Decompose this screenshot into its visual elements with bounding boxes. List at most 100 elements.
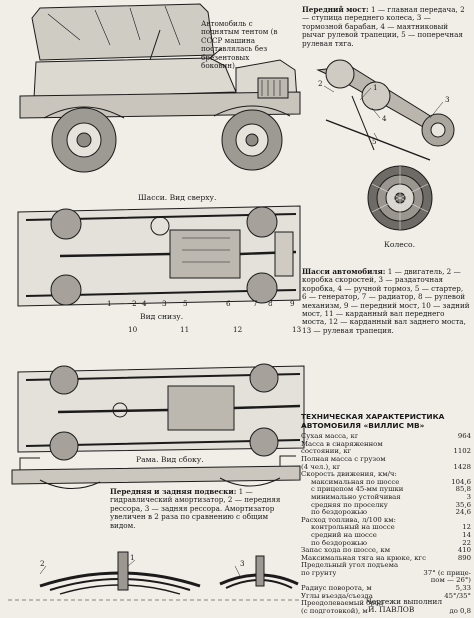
spec-label: по бездорожью [311, 539, 367, 547]
spec-value: 5,33 [455, 584, 471, 593]
spec-row: Полная масса с грузом [301, 456, 471, 464]
spec-label: средняя по проселку [311, 501, 388, 509]
spec-label: Запас хода по шоссе, км [301, 547, 391, 555]
spec-title-line1: ТЕХНИЧЕСКАЯ ХАРАКТЕРИСТИКА [301, 412, 445, 421]
front-axle-callout-3: 3 [445, 95, 450, 104]
spec-value: до 0,8 [449, 606, 471, 615]
chassis-parts-text: 1 — двигатель, 2 — коробка скоростей, 3 … [302, 267, 470, 335]
spec-value: 85,8 [455, 485, 471, 494]
spec-table: ТЕХНИЧЕСКАЯ ХАРАКТЕРИСТИКА АВТОМОБИЛЯ «В… [301, 412, 471, 615]
spec-value: 24,6 [455, 508, 471, 517]
chassis-callout-7: 7 [253, 299, 258, 308]
spec-label: Скорость движения, км/ч: [301, 471, 397, 479]
spec-label: максимальная по шоссе [311, 478, 400, 486]
spec-label: Масса в снаряженном [301, 440, 383, 448]
spec-title-line2: АВТОМОБИЛЯ «ВИЛЛИС МВ» [301, 420, 425, 430]
frame-caption: Рама. Вид сбоку. [136, 455, 204, 464]
spec-label: состоянии, кг [301, 448, 352, 456]
spec-label: (4 чел.), кг [301, 463, 341, 471]
front-axle-drawing [316, 59, 455, 161]
spec-label: Расход топлива, л/100 км: [301, 516, 396, 524]
chassis-top-view-drawing [17, 205, 301, 307]
suspension-callout-3: 3 [240, 559, 245, 568]
spec-label: средний на шоссе [311, 531, 377, 539]
spec-value: 37° (с прице- [423, 568, 471, 577]
spec-value: 22 [462, 538, 471, 547]
suspension-drawing [8, 551, 300, 601]
spec-value: 12 [462, 523, 471, 532]
front-axle-callout-1: 1 [373, 83, 378, 92]
front-axle-callout-4: 4 [382, 114, 387, 123]
chassis-callout-12: 12 [233, 325, 243, 334]
suspension-title: Передняя и задняя подвески: [110, 487, 237, 496]
jeep-caption: Автомобиль с поднятым тентом (в СССР маш… [201, 19, 278, 71]
spec-row: средняя по проселку 35,6 [301, 500, 471, 510]
spec-label: Полная масса с грузом [301, 455, 386, 463]
wheel-drawing [367, 165, 433, 231]
credit-line1: Чертежи выполнил [366, 597, 443, 606]
chassis-bottom-view-drawing [17, 363, 305, 461]
frame-side-view-drawing [11, 455, 301, 490]
suspension-legend: Передняя и задняя подвески: 1 — гидравли… [110, 487, 290, 530]
spec-row: Преодолеваемый брод [301, 600, 471, 608]
spec-value: 35,6 [455, 500, 471, 509]
spec-label: по грунту [301, 569, 337, 577]
spec-value: 3 [466, 492, 471, 501]
spec-value: пом — 26°) [430, 576, 471, 585]
chassis-callout-2: 2 [132, 299, 137, 308]
chassis-callout-10: 10 [128, 325, 138, 334]
chassis-callout-3: 3 [162, 299, 167, 308]
spec-label: Углы въезда/съезда [301, 592, 373, 600]
chassis-callout-8: 8 [268, 299, 273, 308]
spec-row: контрольный на шоссе 12 [301, 524, 471, 532]
spec-row: Предельный угол подъема [301, 562, 471, 570]
spec-label: контрольный на шоссе [311, 524, 395, 532]
front-axle-text: 1 — главная передача, 2 — ступица передн… [302, 5, 465, 48]
spec-row: с прицепом 45-мм пушки 85,8 [301, 486, 471, 494]
wheel-caption: Колесо. [384, 240, 416, 249]
spec-value: 410 [457, 546, 471, 555]
chassis-parts-title: Шасси автомобиля: [302, 267, 386, 276]
spec-label: Сухая масса, кг [301, 433, 359, 441]
chassis-callout-1: 1 [107, 299, 112, 308]
credit-author: И. ПАВЛОВ [368, 605, 415, 615]
spec-label: с прицепом 45-мм пушки [311, 486, 404, 494]
spec-value: 1102 [453, 447, 471, 456]
spec-row: минимально устойчивая 3 [301, 492, 471, 502]
spec-label: минимально устойчивая [311, 493, 401, 501]
spec-row: Скорость движения, км/ч: [301, 471, 471, 479]
spec-value: 45°/35° [444, 591, 471, 600]
credit: Чертежи выполнил И. ПАВЛОВ [366, 597, 443, 615]
spec-row: по грунту 37° (с прице- [301, 568, 471, 578]
spec-row: (с подготовкой), м до 0,8 [301, 606, 471, 616]
front-axle-callout-5: 5 [372, 137, 377, 146]
front-axle-legend: Передний мост: 1 — главная передача, 2 —… [302, 5, 470, 48]
spec-row: по бездорожью 22 [301, 538, 471, 548]
spec-label: (с подготовкой), м [301, 607, 368, 615]
chassis-callout-6: 6 [226, 299, 231, 308]
spec-row: состоянии, кг 1102 [301, 448, 471, 456]
chassis-callout-5: 5 [183, 299, 188, 308]
spec-row: Углы въезда/съезда 45°/35° [301, 591, 471, 601]
spec-value: 890 [457, 553, 471, 562]
chassis-callout-13: 13 [292, 325, 302, 334]
suspension-callout-1: 1 [130, 553, 135, 562]
spec-value: 964 [457, 432, 471, 441]
spec-row: Расход топлива, л/100 км: [301, 517, 471, 525]
spec-label: Преодолеваемый брод [301, 600, 384, 608]
spec-row: Сухая масса, кг 964 [301, 433, 471, 441]
front-axle-callout-2: 2 [318, 79, 323, 88]
spec-row: пом — 26°) [301, 577, 471, 585]
chassis-parts-legend: Шасси автомобиля: 1 — двигатель, 2 — кор… [302, 267, 470, 335]
suspension-callout-2: 2 [40, 559, 45, 568]
jeep-side-view-drawing [19, 3, 301, 173]
